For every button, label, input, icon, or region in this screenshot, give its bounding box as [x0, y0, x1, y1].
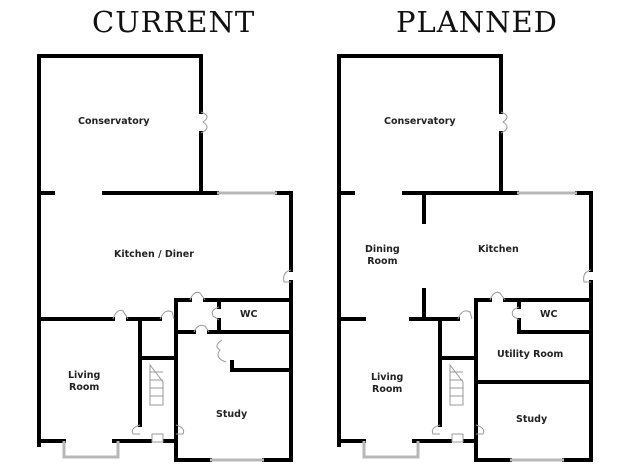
- study-label: Study: [216, 409, 248, 420]
- planned-living-room-label-line1: Living: [371, 372, 404, 383]
- planned-living-room-label-line2: Room: [372, 384, 403, 395]
- dining-room-label-line2: Room: [367, 256, 398, 267]
- planned-plan-title: PLANNED: [396, 5, 558, 39]
- utility-room-label: Utility Room: [497, 349, 564, 360]
- kitchen-diner-label: Kitchen / Diner: [114, 249, 194, 260]
- current-plan-title: CURRENT: [92, 5, 256, 39]
- dining-room-label-line1: Dining: [365, 244, 400, 255]
- kitchen-label: Kitchen: [478, 244, 519, 255]
- living-room-label-line2: Room: [69, 382, 100, 393]
- conservatory-label: Conservatory: [78, 116, 150, 127]
- wc-label: WC: [240, 309, 258, 320]
- planned-wc-label: WC: [540, 309, 558, 320]
- planned-study-label: Study: [516, 414, 548, 425]
- planned-living-room-label: Living Room: [371, 372, 403, 396]
- living-room-label-line1: Living: [68, 370, 101, 381]
- dining-room-label: Dining Room: [365, 244, 400, 268]
- living-room-label: Living Room: [68, 370, 100, 394]
- planned-conservatory-label: Conservatory: [384, 116, 456, 127]
